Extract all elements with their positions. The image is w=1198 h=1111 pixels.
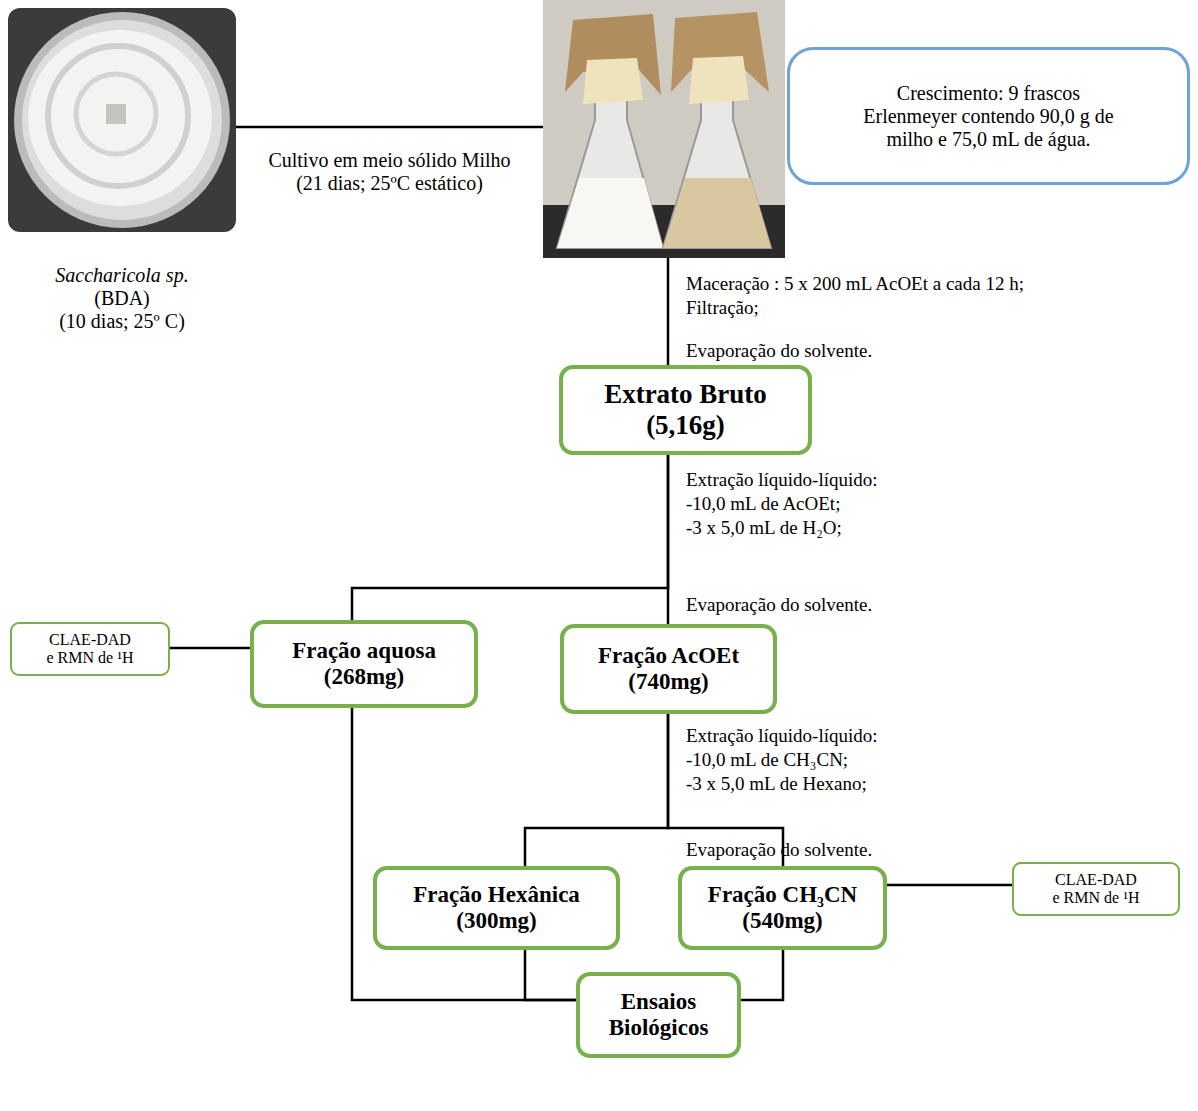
node-text: Fração AcOEt	[598, 643, 739, 669]
connector-line	[170, 647, 250, 650]
node-text: Fração aquosa	[292, 638, 436, 664]
mycelium-ring	[76, 74, 156, 154]
connector-line	[525, 950, 576, 1000]
mycelium	[28, 30, 212, 206]
node-text: (540mg)	[742, 908, 822, 934]
node-text: Saccharicola sp.	[55, 264, 188, 287]
fraction-box: Fração Hexânica(300mg)	[373, 866, 620, 950]
connector-line	[236, 126, 543, 129]
mycelium-ring	[48, 46, 188, 186]
connector-line	[667, 258, 670, 365]
growth-note-box: Crescimento: 9 frascos Erlenmeyer conten…	[787, 47, 1190, 185]
node-text: (300mg)	[456, 908, 536, 934]
assay-box: Ensaios Biológicos	[576, 972, 741, 1058]
dish-rim	[14, 12, 230, 228]
node-text: Ensaios Biológicos	[580, 989, 737, 1041]
node-text: e RMN de ¹H	[1052, 889, 1139, 907]
cotton-plug	[689, 56, 749, 104]
dish-agar	[22, 20, 222, 220]
flask-node	[543, 0, 785, 258]
step-note: -3 x 5,0 mL de H₂O;	[686, 516, 842, 539]
step-note: Extração líquido-líquido:	[686, 724, 878, 747]
connector-line	[887, 884, 1012, 887]
fraction-box: Fração AcOEt(740mg)	[560, 624, 777, 714]
photo-ground	[8, 8, 236, 232]
connector-line	[525, 714, 668, 866]
node-text: Extrato Bruto	[604, 379, 767, 410]
step-note: Evaporação do solvente.	[686, 339, 872, 362]
step-note: Maceração : 5 x 200 mL AcOEt a cada 12 h…	[686, 272, 1024, 295]
step-note: Filtração;	[686, 296, 759, 319]
step-note: Evaporação do solvente.	[686, 838, 872, 861]
node-text: e RMN de ¹H	[46, 649, 133, 667]
inoculum-plug	[106, 104, 126, 124]
node-text: Fração CH₃CN	[708, 882, 857, 908]
node-text: (268mg)	[324, 664, 404, 690]
analysis-box: CLAE-DADe RMN de ¹H	[1012, 862, 1180, 916]
fraction-box: Fração aquosa(268mg)	[250, 620, 478, 708]
extract-box: Extrato Bruto(5,16g)	[559, 365, 812, 455]
step-note: Extração líquido-líquido:	[686, 468, 878, 491]
node-text: Fração Hexânica	[413, 882, 580, 908]
node-text: (740mg)	[628, 669, 708, 695]
step-note: Evaporação do solvente.	[686, 593, 872, 616]
petri-dish-photo	[8, 8, 236, 232]
node-text: (10 dias; 25º C)	[59, 310, 185, 333]
connector-line	[667, 455, 670, 624]
cotton-plug	[583, 58, 643, 104]
node-text: Crescimento: 9 frascos Erlenmeyer conten…	[852, 82, 1125, 151]
fraction-box: Fração CH₃CN(540mg)	[678, 866, 887, 950]
step-note: -3 x 5,0 mL de Hexano;	[686, 772, 867, 795]
connector-line	[352, 455, 668, 620]
node-text: CLAE-DAD	[1055, 871, 1137, 889]
culture-caption: Saccharicola sp.(BDA)(10 dias; 25º C)	[8, 8, 236, 338]
edge-label: Cultivo em meio sólido Milho (21 dias; 2…	[256, 149, 524, 195]
step-note: -10,0 mL de CH₃CN;	[686, 748, 848, 771]
connector-line	[741, 950, 783, 1000]
node-text: CLAE-DAD	[49, 631, 131, 649]
connector-line	[352, 708, 576, 1000]
flask-content	[663, 178, 771, 248]
node-text: (5,16g)	[646, 410, 725, 441]
node-text: (BDA)	[94, 287, 150, 310]
flask-content	[557, 178, 663, 248]
step-note: -10,0 mL de AcOEt;	[686, 492, 840, 515]
photo-ground	[543, 0, 785, 258]
analysis-box: CLAE-DADe RMN de ¹H	[10, 622, 170, 676]
flask-photo	[543, 0, 785, 258]
